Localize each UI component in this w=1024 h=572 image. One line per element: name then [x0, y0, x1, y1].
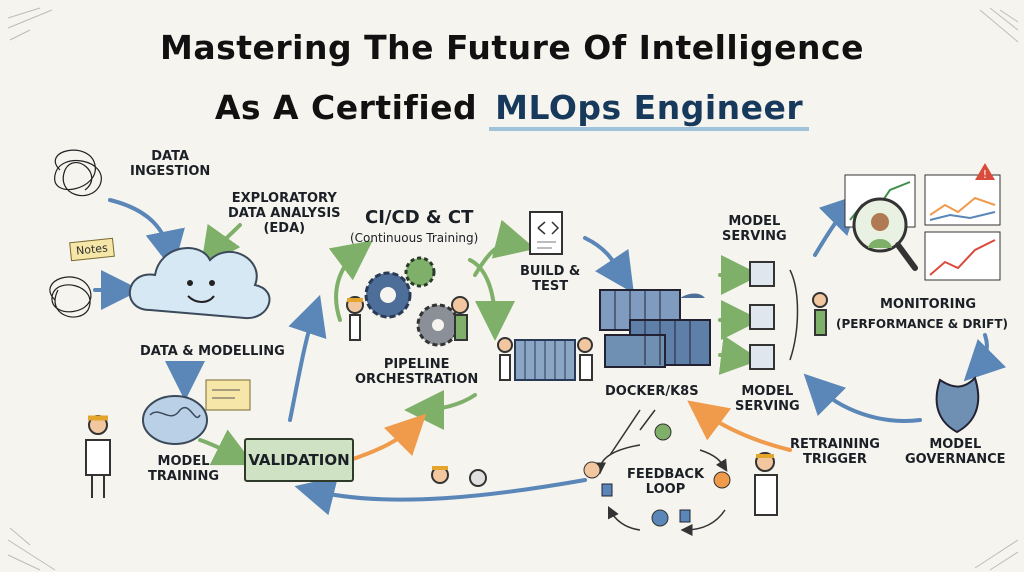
- label-docker: DOCKER/K8S: [605, 384, 699, 399]
- label-data-modelling: DATA & MODELLING: [140, 344, 285, 359]
- gear-icon: [364, 256, 460, 347]
- document-code-icon: [529, 211, 563, 255]
- page-title: Mastering The Future Of Intelligence: [160, 28, 864, 67]
- scribble-icon: [49, 149, 102, 318]
- brain-icon: [142, 379, 251, 445]
- cloud-mascot-icon: [128, 247, 271, 320]
- label-cicd-sub: (Continuous Training): [350, 231, 479, 245]
- label-retraining-trigger: RETRAINING TRIGGER: [790, 437, 880, 467]
- engineer-icon: [85, 292, 828, 516]
- label-model-serving-top: MODEL SERVING: [722, 214, 787, 244]
- label-monitoring: MONITORING: [880, 297, 977, 312]
- label-eda: EXPLORATORY DATA ANALYSIS (EDA): [228, 191, 341, 236]
- label-cicd: CI/CD & CT: [365, 207, 474, 228]
- magnifier-icon: [852, 197, 918, 271]
- server-cube-icon: [749, 261, 775, 370]
- label-model-governance: MODEL GOVERNANCE: [905, 437, 1006, 467]
- subtitle-prefix: As A Certified: [214, 88, 478, 127]
- container-stack-icon: [599, 289, 711, 368]
- person-icon: [583, 423, 731, 527]
- warning-icon: !: [975, 163, 995, 181]
- label-model-training: MODEL TRAINING: [148, 454, 220, 484]
- page-subtitle: As A Certified MLOps Engineer: [0, 88, 1024, 131]
- label-monitoring-sub: (PERFORMANCE & DRIFT): [836, 317, 1008, 331]
- label-feedback-loop: FEEDBACK LOOP: [627, 467, 705, 497]
- subtitle-highlight: MLOps Engineer: [489, 88, 810, 131]
- label-pipeline: PIPELINE ORCHESTRATION: [355, 357, 479, 387]
- label-data-ingestion: DATA INGESTION: [130, 149, 211, 179]
- label-build-test: BUILD & TEST: [520, 264, 581, 294]
- label-model-serving-bottom: MODEL SERVING: [735, 384, 800, 414]
- thumbs-up-icon: [601, 483, 691, 523]
- shield-icon: [935, 376, 980, 434]
- validation-box: VALIDATION: [244, 438, 354, 482]
- svg-text:!: !: [983, 168, 987, 181]
